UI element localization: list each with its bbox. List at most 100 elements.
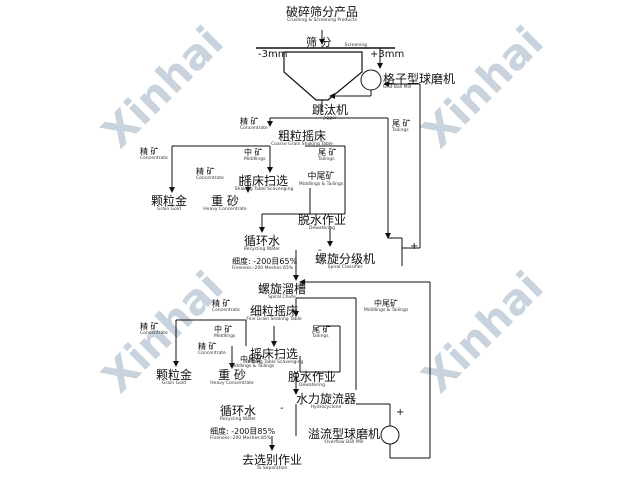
- node-zh: 格子型球磨机: [383, 72, 456, 86]
- dewatering-2: 脱水作业 Dewatering: [288, 371, 336, 389]
- node-zh: 精 矿: [212, 299, 231, 308]
- crushing-screening-products: 破碎筛分产品 Crushing & Screening Products: [286, 6, 358, 24]
- fine-table-tailings: 尾 矿 Tailings: [312, 326, 331, 340]
- node-en: Fine Grain Shaking Table: [246, 317, 302, 322]
- node-en: Spiral Classifier: [327, 265, 363, 270]
- node-zh: 脱水作业: [297, 213, 347, 227]
- node-zh: 细度: -200目85%: [210, 427, 276, 436]
- hopper: [283, 51, 363, 101]
- node-zh: 中尾矿: [307, 172, 335, 182]
- node-en: Concentrate: [140, 156, 168, 161]
- plus-3mm-label: +3mm: [370, 49, 405, 60]
- node-en: Screening: [344, 43, 368, 48]
- node-zh: 精 矿: [198, 342, 217, 351]
- to-separation: 去选别作业 To Separation: [242, 454, 302, 472]
- node-zh: 细粒摇床: [249, 304, 299, 318]
- middlings-tailings-3: 中尾矿 Middlings & Tailings: [230, 356, 274, 370]
- scavenging-concentrate: 精 矿 Concentrate: [196, 168, 224, 182]
- node-zh: 颗粒金: [150, 194, 188, 208]
- node-en: Tailings: [312, 334, 329, 339]
- screening-step: 筛 分 Screening: [306, 33, 367, 49]
- node-en: Concentrate: [212, 308, 240, 313]
- node-en: Jigger: [323, 116, 337, 121]
- coarse-shaking-table: 粗粒摇床 Coarse Grain Shaking Table: [271, 130, 333, 148]
- node-en: Middlings & Tailings: [229, 364, 275, 369]
- node-en: Fineness:-200 Meshes 65%: [232, 266, 293, 271]
- node-en: Grain Gold: [162, 381, 186, 386]
- fine-table-middlings: 中 矿 Middlings: [214, 326, 235, 340]
- node-zh: 去选别作业: [241, 453, 303, 467]
- node-zh: 脱水作业: [287, 370, 337, 384]
- overflow-ball-mill-symbol: [380, 425, 400, 445]
- grid-ball-mill-symbol: [360, 69, 382, 91]
- node-en: Middlings: [214, 334, 236, 339]
- overflow-ball-mill: 溢流型球磨机 Overflow Ball Mill: [308, 428, 380, 446]
- node-zh: 摇床扫选: [239, 174, 288, 188]
- node-en: Grid Ball Mill: [383, 85, 412, 90]
- node-en: Middlings: [244, 157, 266, 162]
- fineness-85: 细度: -200目85% Fineness:-200 Meshes 85%: [210, 428, 275, 442]
- jigger: 跳汰机 Jigger: [312, 104, 348, 122]
- fine-table-concentrate: 精 矿 Concentrate: [140, 323, 168, 337]
- node-en: Middlings & Tailings: [298, 182, 344, 187]
- node-zh: 循环水: [243, 234, 280, 248]
- cyclone-minus: -: [280, 403, 284, 414]
- heavy-sand-1: 重 砂 Heavy Concentrate: [203, 195, 246, 213]
- middlings-tailings-2: 中尾矿 Middlings & Tailings: [364, 300, 408, 314]
- node-zh: 溢流型球磨机: [307, 427, 381, 441]
- grid-ball-mill: 格子型球磨机 Grid Ball Mill: [383, 73, 455, 91]
- node-en: Concentrate: [196, 176, 224, 181]
- node-zh: 粗粒摇床: [277, 129, 326, 143]
- node-en: To Separation: [256, 466, 288, 471]
- node-en: Heavy Concentrate: [203, 207, 247, 212]
- node-zh: 螺旋分级机: [314, 252, 376, 266]
- node-zh: 摇床扫选: [249, 347, 298, 361]
- dewatering-1: 脱水作业 Dewatering: [298, 214, 346, 232]
- node-zh: 精 矿: [140, 322, 159, 331]
- node-zh: 精 矿: [196, 167, 215, 176]
- chute-concentrate: 精 矿 Concentrate: [212, 300, 240, 314]
- grain-gold-2: 颗粒金 Grain Gold: [156, 369, 192, 387]
- node-en: Concentrate: [240, 126, 268, 131]
- node-en: Tailings: [392, 128, 409, 133]
- node-zh: 螺旋溜槽: [257, 282, 307, 296]
- middlings-tailings-1: 中尾矿 Middlings & Tailings: [299, 173, 343, 188]
- node-zh: 尾 矿: [392, 119, 411, 128]
- node-zh: 精 矿: [140, 147, 159, 156]
- node-zh: 重 砂: [211, 194, 239, 208]
- hydrocyclone: 水力旋流器 Hydrocyclone: [296, 393, 356, 411]
- scavenging-2-concentrate: 精 矿 Concentrate: [198, 343, 226, 357]
- node-en: Heavy Concentrate: [210, 381, 254, 386]
- node-zh: 尾 矿: [312, 325, 331, 334]
- classifier-minus: -: [318, 245, 322, 256]
- node-en: Fineness:-200 Meshes 85%: [210, 436, 271, 441]
- shaking-table-scavenging-1: 摇床扫选 Shaking Table Scavenging: [235, 175, 294, 193]
- node-zh: 尾 矿: [318, 148, 337, 157]
- recycling-water-1: 循环水 Recycling Water: [244, 235, 280, 253]
- node-zh: 中尾矿: [374, 299, 398, 308]
- node-en: Crushing & Screening Products: [287, 18, 357, 23]
- node-zh: 中 矿: [244, 148, 263, 157]
- recycling-water-2: 循环水 Recycling Water: [220, 405, 256, 423]
- minus-3mm-label: -3mm: [258, 49, 288, 60]
- classifier-plus: +: [410, 241, 419, 252]
- spiral-classifier: 螺旋分级机 Spiral Classifier: [315, 253, 375, 271]
- node-zh: 颗粒金: [155, 368, 193, 382]
- coarse-table-tailings: 尾 矿 Tailings: [318, 149, 337, 163]
- shaking-table-scavenging-2: 摇床扫选 Shaking Table Scavenging: [245, 348, 304, 366]
- heavy-sand-2: 重 砂 Heavy Concentrate: [210, 369, 253, 387]
- node-en: Concentrate: [140, 331, 168, 336]
- node-zh: 循环水: [219, 404, 256, 418]
- jigger-concentrate: 精 矿 Concentrate: [240, 118, 268, 132]
- node-zh: 重 砂: [218, 368, 246, 382]
- fine-shaking-table: 细粒摇床 Fine Grain Shaking Table: [246, 305, 301, 323]
- node-zh: 中 矿: [214, 325, 233, 334]
- node-en: Tailings: [318, 157, 335, 162]
- node-zh: 跳汰机: [311, 103, 349, 117]
- node-en: Dewatering: [308, 226, 336, 231]
- node-zh: 筛 分: [306, 36, 332, 49]
- node-en: Coarse Grain Shaking Table: [271, 142, 333, 147]
- node-en: Shaking Table Scavenging: [244, 360, 304, 365]
- spiral-chute: 螺旋溜槽 Spiral Chute: [258, 283, 306, 301]
